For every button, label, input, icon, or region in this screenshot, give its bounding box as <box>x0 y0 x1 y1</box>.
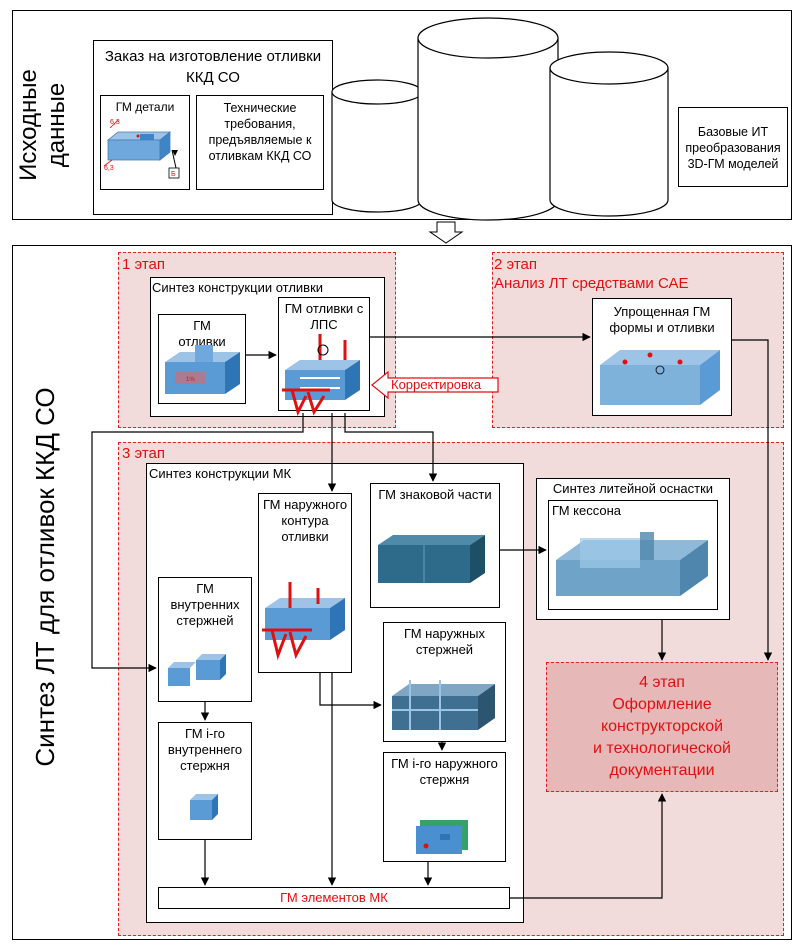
stage1-box-title: Синтез конструкции отливки <box>152 280 324 295</box>
gm-inner-cores-label: ГМ внутренних стержней <box>170 581 240 628</box>
gm-part-label: ГМ детали <box>115 100 175 114</box>
order-title: Заказ на изготовление отливки ККД СО <box>104 48 322 86</box>
synthesis-title: Синтез ЛТ для отливок ККД СО <box>30 387 60 767</box>
stage2-subtitle: Анализ ЛТ средствами САЕ <box>494 275 689 292</box>
db-label: БД типовых вариантов структур <box>346 136 412 180</box>
base-it-box <box>678 107 788 187</box>
gm-i-inner-box <box>158 722 252 840</box>
gm-sign-part-label: ГМ знаковой части <box>378 487 492 502</box>
stage3-box-title: Синтез конструкции МК <box>149 466 292 481</box>
simplified-gm-label: Упрощенная ГМ формы и отливки <box>609 304 715 335</box>
stage2-label: 2 этап <box>494 256 538 273</box>
gm-mk-elements-label: ГМ элементов МК <box>280 890 388 905</box>
lib-elements-label: Библиотека параметрических 3D-ГМ моделей… <box>439 108 537 182</box>
tooling-title: Синтез литейной оснастки <box>552 481 714 496</box>
gm-casting-label: ГМ отливки <box>178 318 226 349</box>
stage4-area <box>546 662 778 792</box>
lib-tooling-label: Библиотека параметрических 3D-ГМ моделей… <box>560 120 658 194</box>
tech-requirements: Технические требования, предъявляемые к … <box>208 101 312 163</box>
hollow-down-arrow-icon <box>428 221 464 244</box>
gm-casting-lps-label: ГМ отливки с ЛПС <box>284 301 364 332</box>
gm-i-outer-label: ГМ i-го наружного стержня <box>391 756 498 787</box>
stage3-label: 3 этап <box>122 445 166 462</box>
tech-requirements-box <box>196 95 324 190</box>
stage1-label: 1 этап <box>122 256 166 273</box>
gm-outer-contour-label: ГМ наружного контура отливки <box>262 497 348 544</box>
base-it-label: Базовые ИТ преобразования 3D-ГМ моделей <box>685 125 781 171</box>
gm-caisson-label: ГМ кессона <box>552 503 622 518</box>
input-data-title: Исходные данные <box>15 69 70 181</box>
gm-outer-cores-label: ГМ наружных стержней <box>403 626 486 657</box>
stage4-text: 4 этап Оформление конструкторской и техн… <box>593 674 731 779</box>
gm-i-inner-label: ГМ i-го внутреннего стержня <box>167 726 243 773</box>
gm-mk-elements-box <box>158 887 510 909</box>
